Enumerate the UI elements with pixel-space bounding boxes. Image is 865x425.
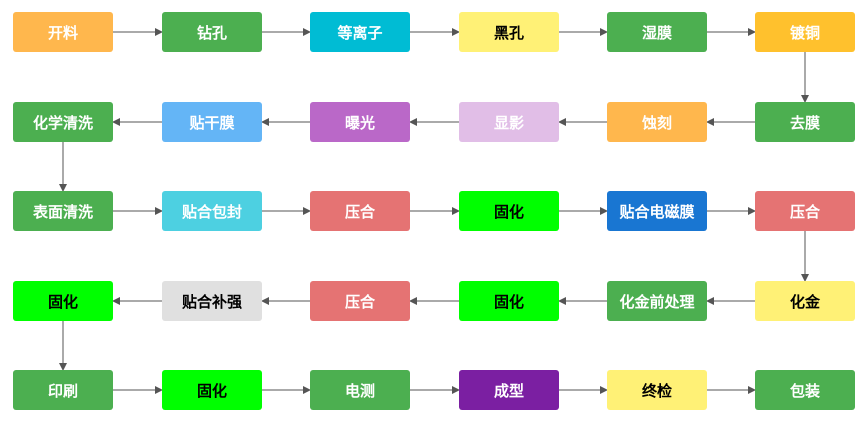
process-step: 化学清洗 (13, 102, 113, 142)
process-step: 化金前处理 (607, 281, 707, 321)
process-step: 钻孔 (162, 12, 262, 52)
process-step: 镀铜 (755, 12, 855, 52)
process-step: 开料 (13, 12, 113, 52)
process-step: 终检 (607, 370, 707, 410)
process-step: 包装 (755, 370, 855, 410)
process-step: 蚀刻 (607, 102, 707, 142)
process-step: 去膜 (755, 102, 855, 142)
process-step: 电测 (310, 370, 410, 410)
process-step: 贴合包封 (162, 191, 262, 231)
process-step: 化金 (755, 281, 855, 321)
process-step: 压合 (310, 191, 410, 231)
process-step: 表面清洗 (13, 191, 113, 231)
process-step: 固化 (459, 281, 559, 321)
process-step: 固化 (459, 191, 559, 231)
process-step: 曝光 (310, 102, 410, 142)
process-step: 固化 (13, 281, 113, 321)
process-step: 压合 (310, 281, 410, 321)
process-step: 湿膜 (607, 12, 707, 52)
process-step: 黑孔 (459, 12, 559, 52)
process-step: 印刷 (13, 370, 113, 410)
process-step: 压合 (755, 191, 855, 231)
process-step: 固化 (162, 370, 262, 410)
process-step: 成型 (459, 370, 559, 410)
process-step: 贴干膜 (162, 102, 262, 142)
process-step: 贴合补强 (162, 281, 262, 321)
process-step: 贴合电磁膜 (607, 191, 707, 231)
process-step: 显影 (459, 102, 559, 142)
process-step: 等离子 (310, 12, 410, 52)
